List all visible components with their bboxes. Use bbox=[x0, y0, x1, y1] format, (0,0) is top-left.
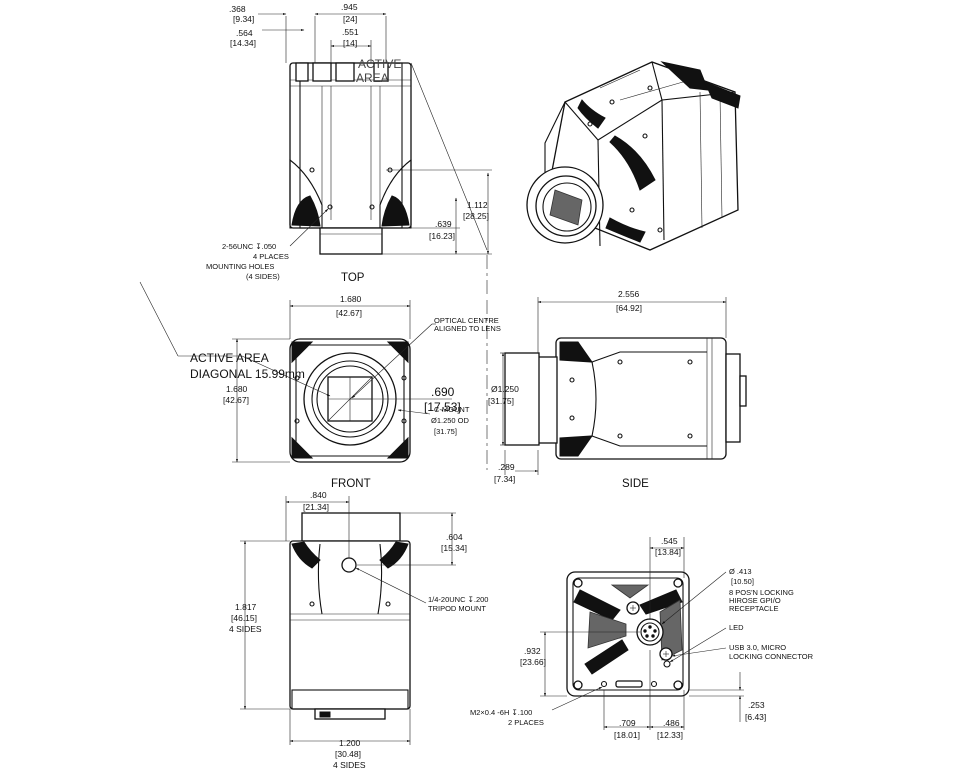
active-area-label: ACTIVE AREA bbox=[190, 351, 269, 365]
dim-551-mm: [14] bbox=[343, 38, 357, 48]
mount-note-2: 4 PLACES bbox=[253, 252, 289, 261]
dim-690: .690 bbox=[431, 385, 455, 399]
side-length: 2.556 bbox=[618, 289, 640, 299]
side-view-title: SIDE bbox=[622, 478, 649, 490]
dim-289-mm: [7.34] bbox=[494, 474, 515, 484]
dim-413-mm: [10.50] bbox=[731, 577, 754, 586]
optical-centre-2: ALIGNED TO LENS bbox=[434, 324, 501, 333]
dim-604-mm: [15.34] bbox=[441, 543, 467, 553]
mount-note-1: 2-56UNC ↧.050 bbox=[222, 242, 276, 251]
gpio-note-3: RECEPTACLE bbox=[729, 604, 778, 613]
dim-253: .253 bbox=[748, 700, 765, 710]
front-width-mm: [42.67] bbox=[336, 308, 362, 318]
dim-639-mm: [16.23] bbox=[429, 231, 455, 241]
dim-545-mm: [13.84] bbox=[655, 547, 681, 557]
gpio-note-2: HIROSE GPI/O bbox=[729, 596, 781, 605]
dim-932: .932 bbox=[524, 646, 541, 656]
dim-945-mm: [24] bbox=[343, 14, 357, 24]
usb-note-1: USB 3.0, MICRO bbox=[729, 643, 786, 652]
side-length-mm: [64.92] bbox=[616, 303, 642, 313]
dim-709: .709 bbox=[619, 718, 636, 728]
side-dia-mm: [31.75] bbox=[488, 396, 514, 406]
dim-368: .368 bbox=[229, 4, 246, 14]
front-height: 1.680 bbox=[226, 384, 248, 394]
c-mount-label: C-MOUNT bbox=[434, 405, 470, 414]
dim-486: .486 bbox=[663, 718, 680, 728]
m2-note-1: M2×0.4 -6H ↧.100 bbox=[470, 708, 532, 717]
dim-840-mm: [21.34] bbox=[303, 502, 329, 512]
od-label-mm: [31.75] bbox=[434, 427, 457, 436]
dim-604: .604 bbox=[446, 532, 463, 542]
mount-note-4: (4 SIDES) bbox=[246, 272, 280, 281]
dim-1200-mm: [30.48] bbox=[335, 749, 361, 759]
dim-545: .545 bbox=[661, 536, 678, 546]
front-width: 1.680 bbox=[340, 294, 362, 304]
dim-1817: 1.817 bbox=[235, 602, 257, 612]
dim-945: .945 bbox=[341, 2, 358, 12]
active-area-label-top-2: AREA bbox=[356, 71, 389, 85]
side-view: 2.556 [64.92] Ø1.250 [31.75] .289 [7.34]… bbox=[488, 289, 747, 490]
isometric-view bbox=[526, 61, 741, 251]
gpio-note-1: 8 POS'N LOCKING bbox=[729, 588, 794, 597]
dim-840: .840 bbox=[310, 490, 327, 500]
top-view-title: TOP bbox=[341, 272, 365, 284]
dim-551: .551 bbox=[342, 27, 359, 37]
tripod-note-1: 1/4-20UNC ↧.200 bbox=[428, 595, 488, 604]
side-dia: Ø1.250 bbox=[491, 384, 519, 394]
dim-690-mm: [17.53] bbox=[424, 400, 461, 414]
active-area-label-top: ACTIVE bbox=[358, 57, 401, 71]
od-label: Ø1.250 OD bbox=[431, 416, 470, 425]
usb-note-2: LOCKING CONNECTOR bbox=[729, 652, 814, 661]
bottom-view: .840 [21.34] .604 [15.34] 1.817 [46.15] … bbox=[229, 490, 488, 770]
m2-note-2: 2 PLACES bbox=[508, 718, 544, 727]
mount-note-3: MOUNTING HOLES bbox=[206, 262, 274, 271]
tripod-note-2: TRIPOD MOUNT bbox=[428, 604, 486, 613]
front-view: 1.680 [42.67] 1.680 [42.67] OPTICAL CENT… bbox=[139, 281, 501, 490]
active-area-diagonal: DIAGONAL 15.99mm bbox=[190, 367, 305, 381]
dim-289: .289 bbox=[498, 462, 515, 472]
front-height-mm: [42.67] bbox=[223, 395, 249, 405]
dim-564: .564 bbox=[236, 28, 253, 38]
dim-1200: 1.200 bbox=[339, 738, 361, 748]
front-view-title: FRONT bbox=[331, 478, 371, 490]
dim-1817-sides: 4 SIDES bbox=[229, 624, 262, 634]
top-view: .368 [9.34] .564 [14.34] .945 [24] .551 … bbox=[206, 2, 492, 295]
dim-413: Ø .413 bbox=[729, 567, 752, 576]
dim-486-mm: [12.33] bbox=[657, 730, 683, 740]
dim-1112-mm: [28.25] bbox=[463, 211, 489, 221]
dim-932-mm: [23.66] bbox=[520, 657, 546, 667]
dim-1817-mm: [46.15] bbox=[231, 613, 257, 623]
dim-639: .639 bbox=[435, 219, 452, 229]
dim-1112: 1.112 bbox=[467, 200, 488, 210]
optical-centre-1: OPTICAL CENTRE bbox=[434, 316, 499, 325]
dim-709-mm: [18.01] bbox=[614, 730, 640, 740]
rear-view: .545 [13.84] Ø .413 [10.50] 8 POS'N LOCK… bbox=[470, 536, 814, 740]
dim-253-mm: [6.43] bbox=[745, 712, 766, 722]
led-note: LED bbox=[729, 623, 744, 632]
dim-564-mm: [14.34] bbox=[230, 38, 256, 48]
dim-1200-sides: 4 SIDES bbox=[333, 760, 366, 770]
dim-368-mm: [9.34] bbox=[233, 14, 254, 24]
